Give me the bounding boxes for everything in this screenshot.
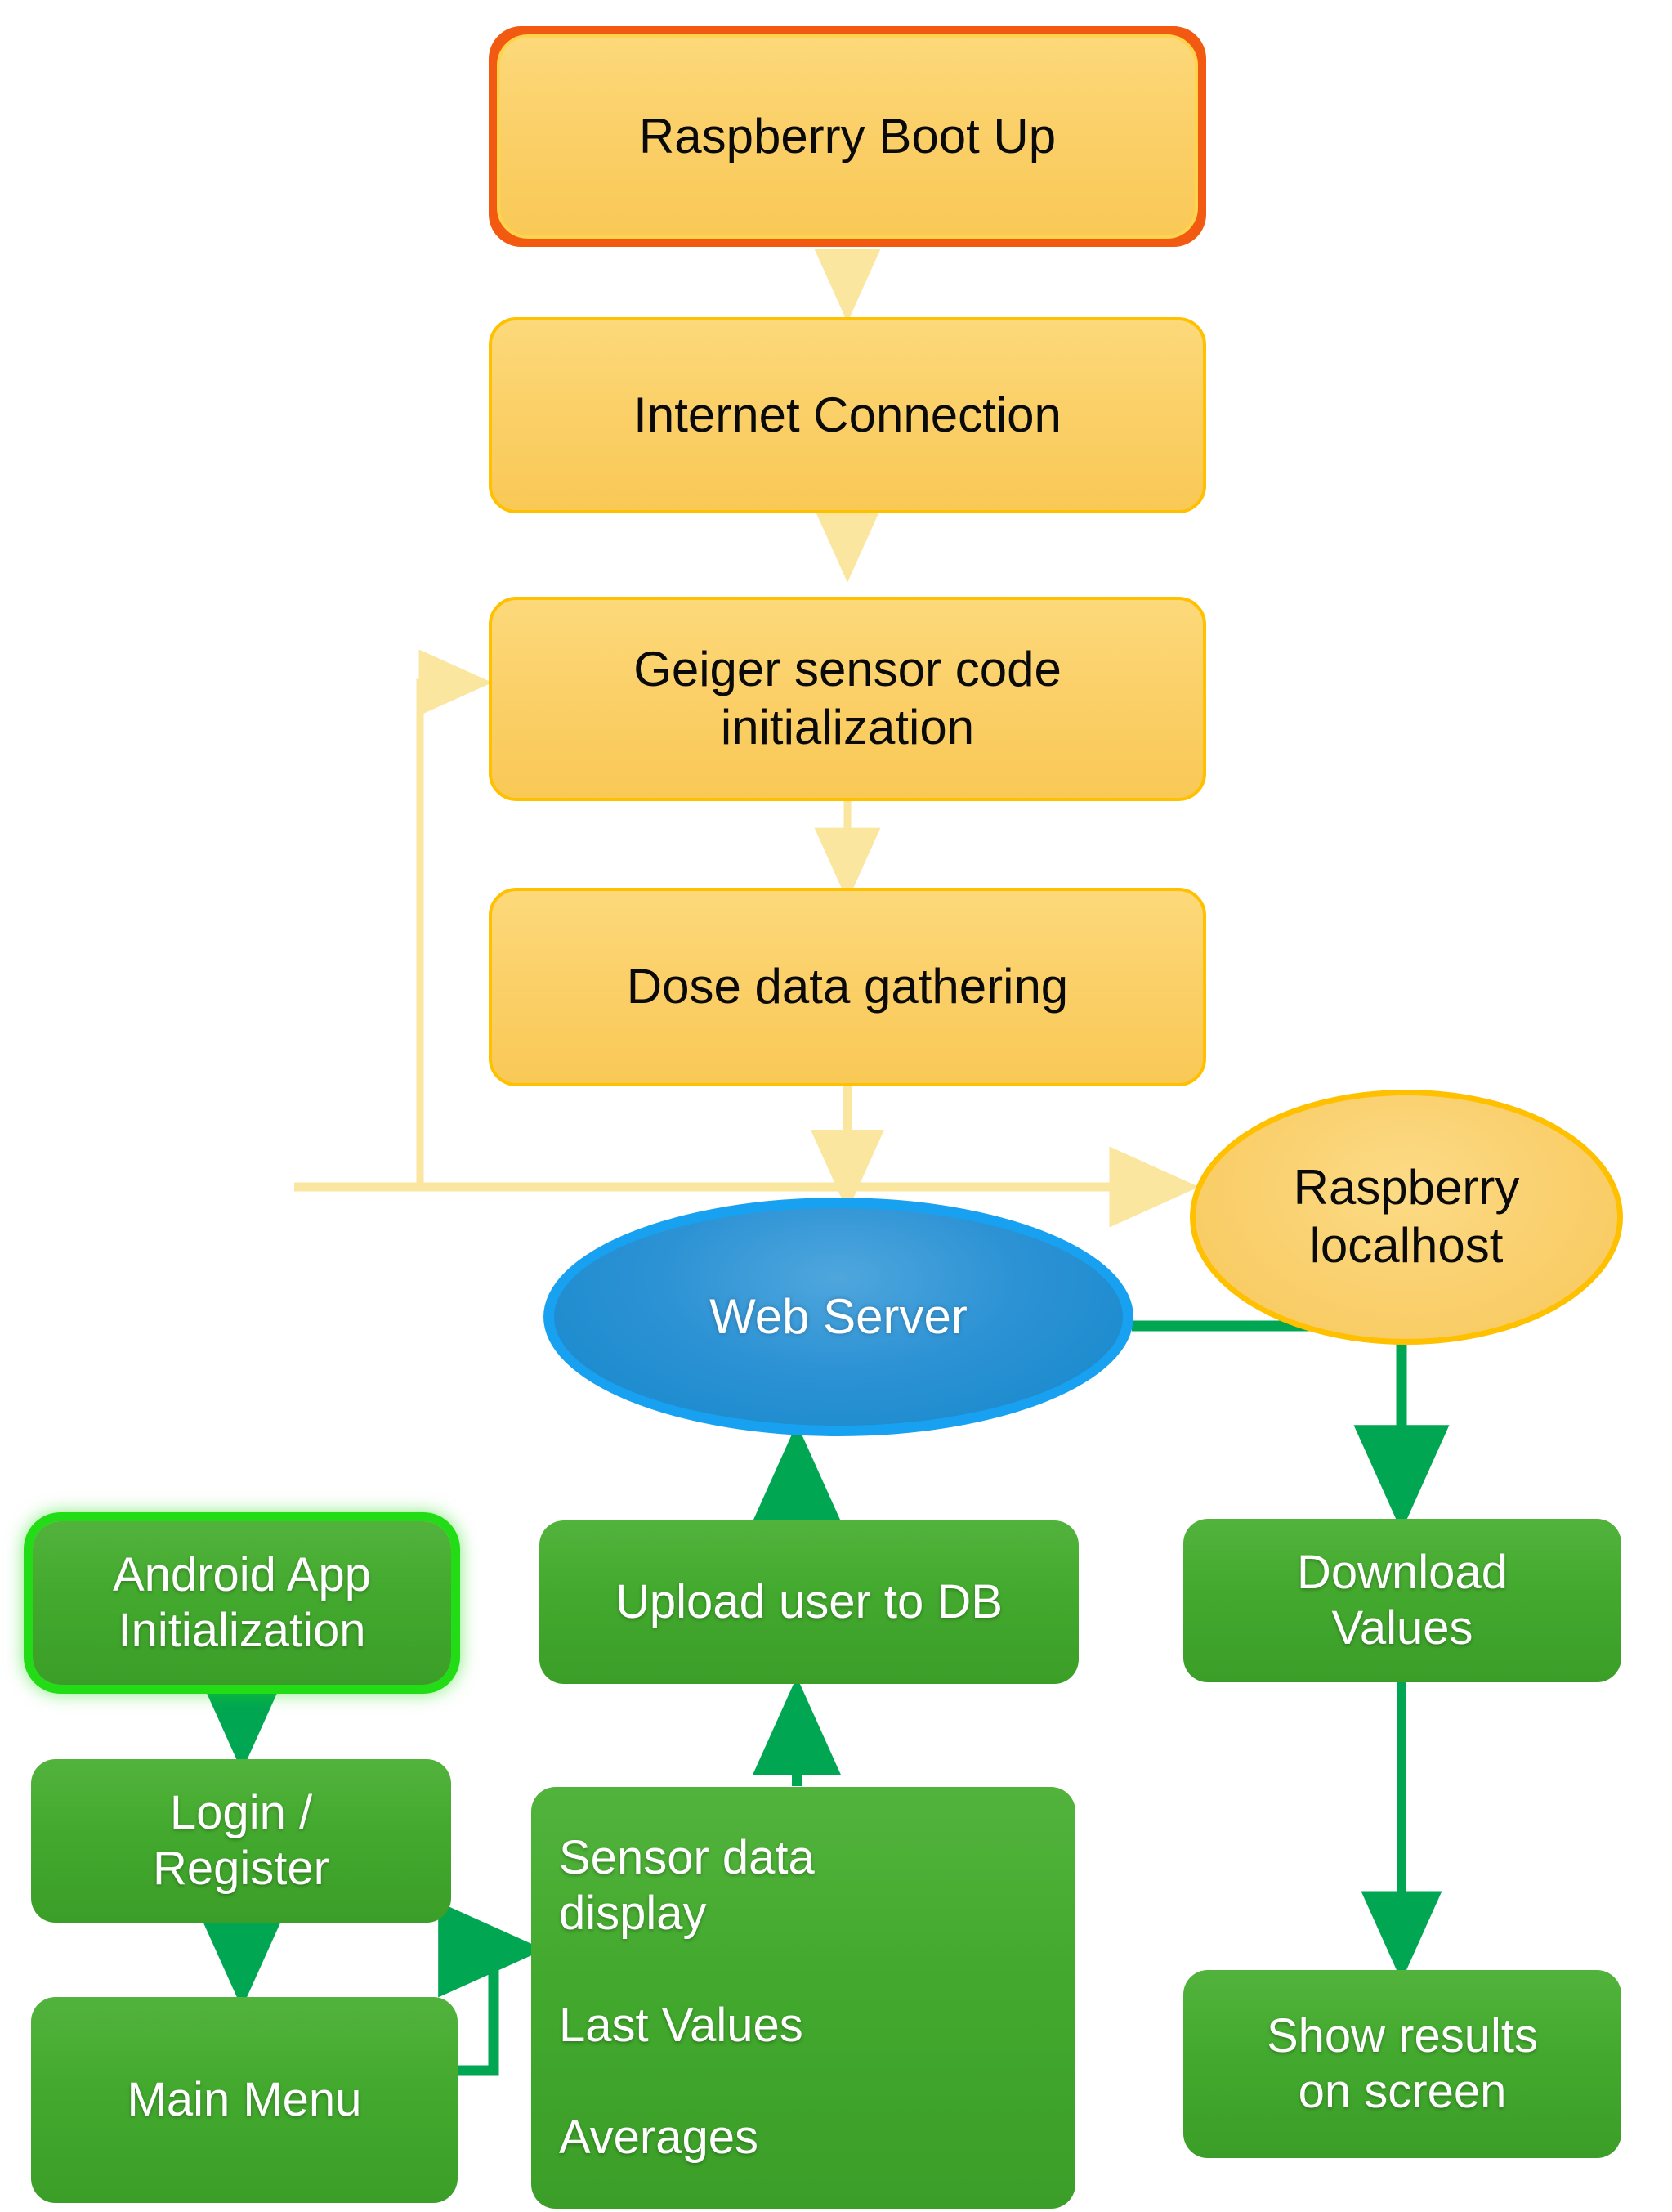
node-label-geiger-sensor-code-initialization: Geiger sensor code initialization [633,642,1062,754]
node-label-main-menu: Main Menu [127,2072,362,2126]
edge-webserver-to-download-values [1132,1320,1450,1532]
node-label-login-register: Login / Register [153,1785,329,1895]
node-show-results-on-screen[interactable]: Show results on screen [1183,1970,1621,2158]
node-label-show-results-on-screen: Show results on screen [1266,2008,1539,2118]
node-label-upload-user-to-db: Upload user to DB [615,1574,1003,1628]
edge-feedback-loop-to-geiger [416,649,493,1187]
node-sensor-data-display[interactable]: Sensor data display Last Values Averages [531,1787,1075,2209]
node-web-server[interactable]: Web Server [543,1198,1133,1436]
node-raspberry-localhost[interactable]: Raspberry localhost [1190,1090,1623,1345]
node-main-menu[interactable]: Main Menu [31,1997,458,2203]
node-label-sensor-data-display: Sensor data display Last Values Averages [559,1830,815,2164]
node-label-download-values: Download Values [1297,1545,1508,1655]
node-label-android-app-initialization: Android App Initialization [112,1547,372,1657]
node-geiger-sensor-code-initialization[interactable]: Geiger sensor code initialization [489,597,1206,801]
node-label-web-server: Web Server [709,1288,968,1344]
node-upload-user-to-db[interactable]: Upload user to DB [539,1520,1079,1684]
node-dose-data-gathering[interactable]: Dose data gathering [489,888,1206,1086]
node-internet-connection[interactable]: Internet Connection [489,317,1206,513]
node-raspberry-boot-up[interactable]: Raspberry Boot Up [489,26,1206,247]
node-label-raspberry-localhost: Raspberry localhost [1293,1160,1520,1273]
node-android-app-initialization[interactable]: Android App Initialization [33,1521,451,1685]
node-label-dose-data-gathering: Dose data gathering [626,959,1069,1014]
node-label-raspberry-boot-up: Raspberry Boot Up [638,108,1057,163]
edge-main-menu-to-sensor-display [438,1901,545,2076]
node-download-values[interactable]: Download Values [1183,1519,1621,1682]
node-label-internet-connection: Internet Connection [633,387,1062,442]
node-login-register[interactable]: Login / Register [31,1759,451,1923]
